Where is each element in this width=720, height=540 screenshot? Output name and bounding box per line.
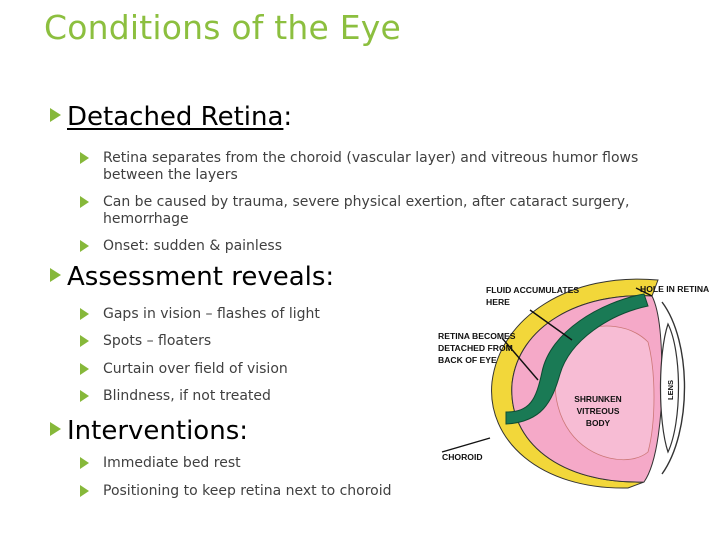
list-item: Positioning to keep retina next to choro…	[80, 483, 420, 500]
bullet-arrow-icon	[80, 485, 89, 497]
section-heading: Detached Retina:	[67, 102, 293, 132]
list-item: Retina separates from the choroid (vascu…	[80, 150, 660, 184]
list-item: Immediate bed rest	[80, 455, 420, 472]
list-item: Onset: sudden & painless	[80, 238, 660, 255]
bullet-arrow-icon	[50, 422, 61, 436]
label-shrunken-2: VITREOUS	[577, 406, 620, 416]
list-item: Gaps in vision – flashes of light	[80, 306, 420, 323]
section-assessment: Assessment reveals:	[50, 262, 334, 292]
section-heading: Interventions:	[67, 416, 248, 446]
bullet-arrow-icon	[80, 457, 89, 469]
slide-title: Conditions of the Eye	[44, 8, 401, 47]
bullet-arrow-icon	[50, 108, 61, 122]
list-item: Curtain over field of vision	[80, 361, 420, 378]
bullet-arrow-icon	[80, 152, 89, 164]
label-fluid-2: HERE	[486, 297, 510, 307]
label-retina-3: BACK OF EYE	[438, 355, 497, 365]
label-hole: HOLE IN RETINA	[640, 284, 709, 294]
label-shrunken-1: SHRUNKEN	[574, 394, 621, 404]
bullet-arrow-icon	[80, 390, 89, 402]
section-heading: Assessment reveals:	[67, 262, 335, 292]
bullet-arrow-icon	[80, 196, 89, 208]
bullet-arrow-icon	[80, 308, 89, 320]
list-item: Blindness, if not treated	[80, 388, 420, 405]
label-choroid: CHOROID	[442, 452, 483, 462]
label-fluid-1: FLUID ACCUMULATES	[486, 285, 579, 295]
label-retina-2: DETACHED FROM	[438, 343, 513, 353]
bullet-arrow-icon	[50, 268, 61, 282]
bullet-arrow-icon	[80, 240, 89, 252]
lens	[659, 322, 680, 454]
label-shrunken-3: BODY	[586, 418, 611, 428]
bullet-arrow-icon	[80, 335, 89, 347]
list-item: Spots – floaters	[80, 333, 420, 350]
section-detached-retina: Detached Retina:	[50, 102, 292, 132]
bullet-arrow-icon	[80, 363, 89, 375]
list-item: Can be caused by trauma, severe physical…	[80, 194, 660, 228]
shrunken-vitreous	[554, 325, 655, 460]
label-lens: LENS	[666, 380, 675, 400]
label-retina-1: RETINA BECOMES	[438, 331, 516, 341]
section-interventions: Interventions:	[50, 416, 248, 446]
cornea	[661, 301, 686, 475]
diagram-pointers	[441, 287, 653, 453]
detached-retina-diagram: FLUID ACCUMULATES HERE HOLE IN RETINA RE…	[438, 278, 709, 489]
